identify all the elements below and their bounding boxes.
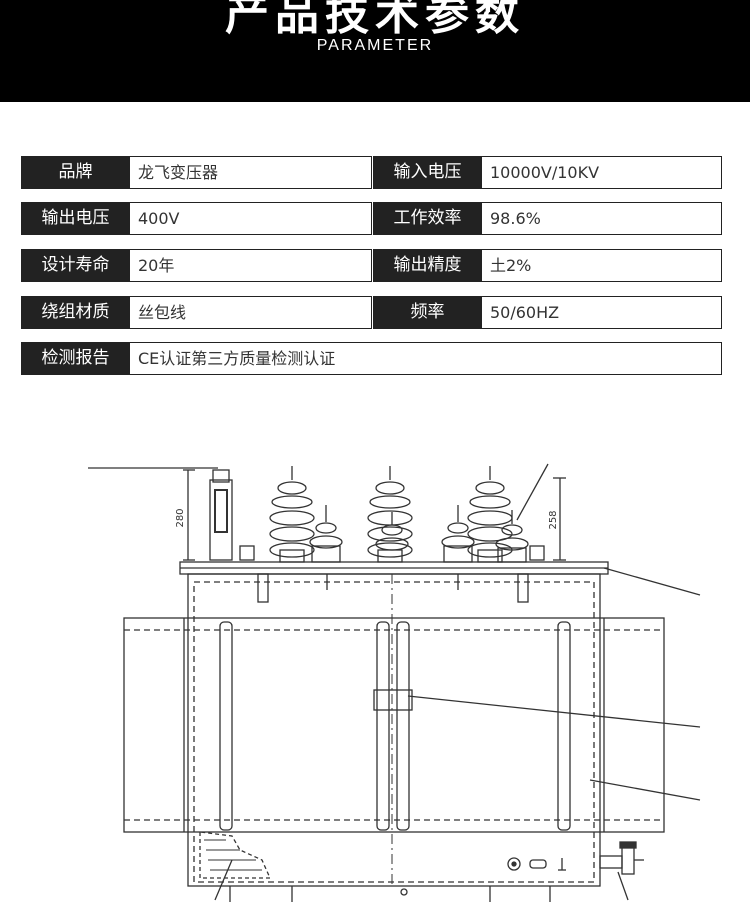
lv-bushing: [441, 505, 475, 563]
param-label: 输出精度: [373, 249, 482, 282]
report-value: CE认证第三方质量检测认证: [129, 342, 722, 375]
dimension-label-left: 280: [175, 508, 186, 527]
lv-bushing: [309, 505, 343, 563]
leader-line: [407, 695, 701, 728]
radiator-fin: [396, 621, 410, 831]
leader-line: [516, 463, 549, 521]
radiator-fin: [376, 621, 390, 831]
param-value: 50/60HZ: [481, 296, 722, 329]
cover-bracket: [257, 573, 269, 603]
drain-plug-center: [511, 861, 517, 867]
tank-body: [187, 573, 601, 887]
radiator-fin: [557, 621, 571, 831]
tank-inner-outline: [193, 581, 595, 883]
oil-gauge: [209, 469, 233, 561]
param-value: 土2%: [481, 249, 722, 282]
param-label: 输入电压: [373, 156, 482, 189]
leader-line: [214, 859, 233, 901]
param-label: 设计寿命: [21, 249, 130, 282]
header-banner: 产品技术参数 PARAMETER: [0, 0, 750, 102]
leader-line: [589, 779, 701, 801]
center-clamp: [373, 689, 413, 711]
oil-hatch-lines: [204, 839, 262, 871]
report-label: 检测报告: [21, 342, 130, 375]
page-title: 产品技术参数: [225, 0, 525, 40]
param-label: 工作效率: [373, 202, 482, 235]
base-bolt: [400, 888, 408, 896]
param-label: 输出电压: [21, 202, 130, 235]
lv-bushing: [375, 512, 409, 551]
param-label: 品牌: [21, 156, 130, 189]
hv-bushing: [269, 466, 315, 563]
oil-fill-hatch: [199, 831, 272, 879]
leader-line: [603, 567, 701, 596]
leader-line: [617, 871, 629, 901]
page-subtitle: PARAMETER: [316, 37, 434, 54]
radiator-panel: [123, 617, 665, 833]
cover-bracket: [517, 573, 529, 603]
param-value: 龙飞变压器: [129, 156, 372, 189]
param-value: 10000V/10KV: [481, 156, 722, 189]
dimension-label-right: 258: [548, 510, 559, 529]
param-value: 400V: [129, 202, 372, 235]
drain-valve-icon: [599, 841, 644, 875]
param-label: 频率: [373, 296, 482, 329]
lifting-lug: [529, 545, 545, 561]
lifting-lug: [239, 545, 255, 561]
radiator-fin: [219, 621, 233, 831]
lv-bushing: [495, 510, 529, 563]
nameplate-slot: [529, 859, 547, 869]
param-value: 98.6%: [481, 202, 722, 235]
transformer-drawing: 280 258: [88, 463, 701, 902]
param-value: 丝包线: [129, 296, 372, 329]
param-value: 20年: [129, 249, 372, 282]
param-label: 绕组材质: [21, 296, 130, 329]
drain-plug-icon: [507, 857, 521, 871]
